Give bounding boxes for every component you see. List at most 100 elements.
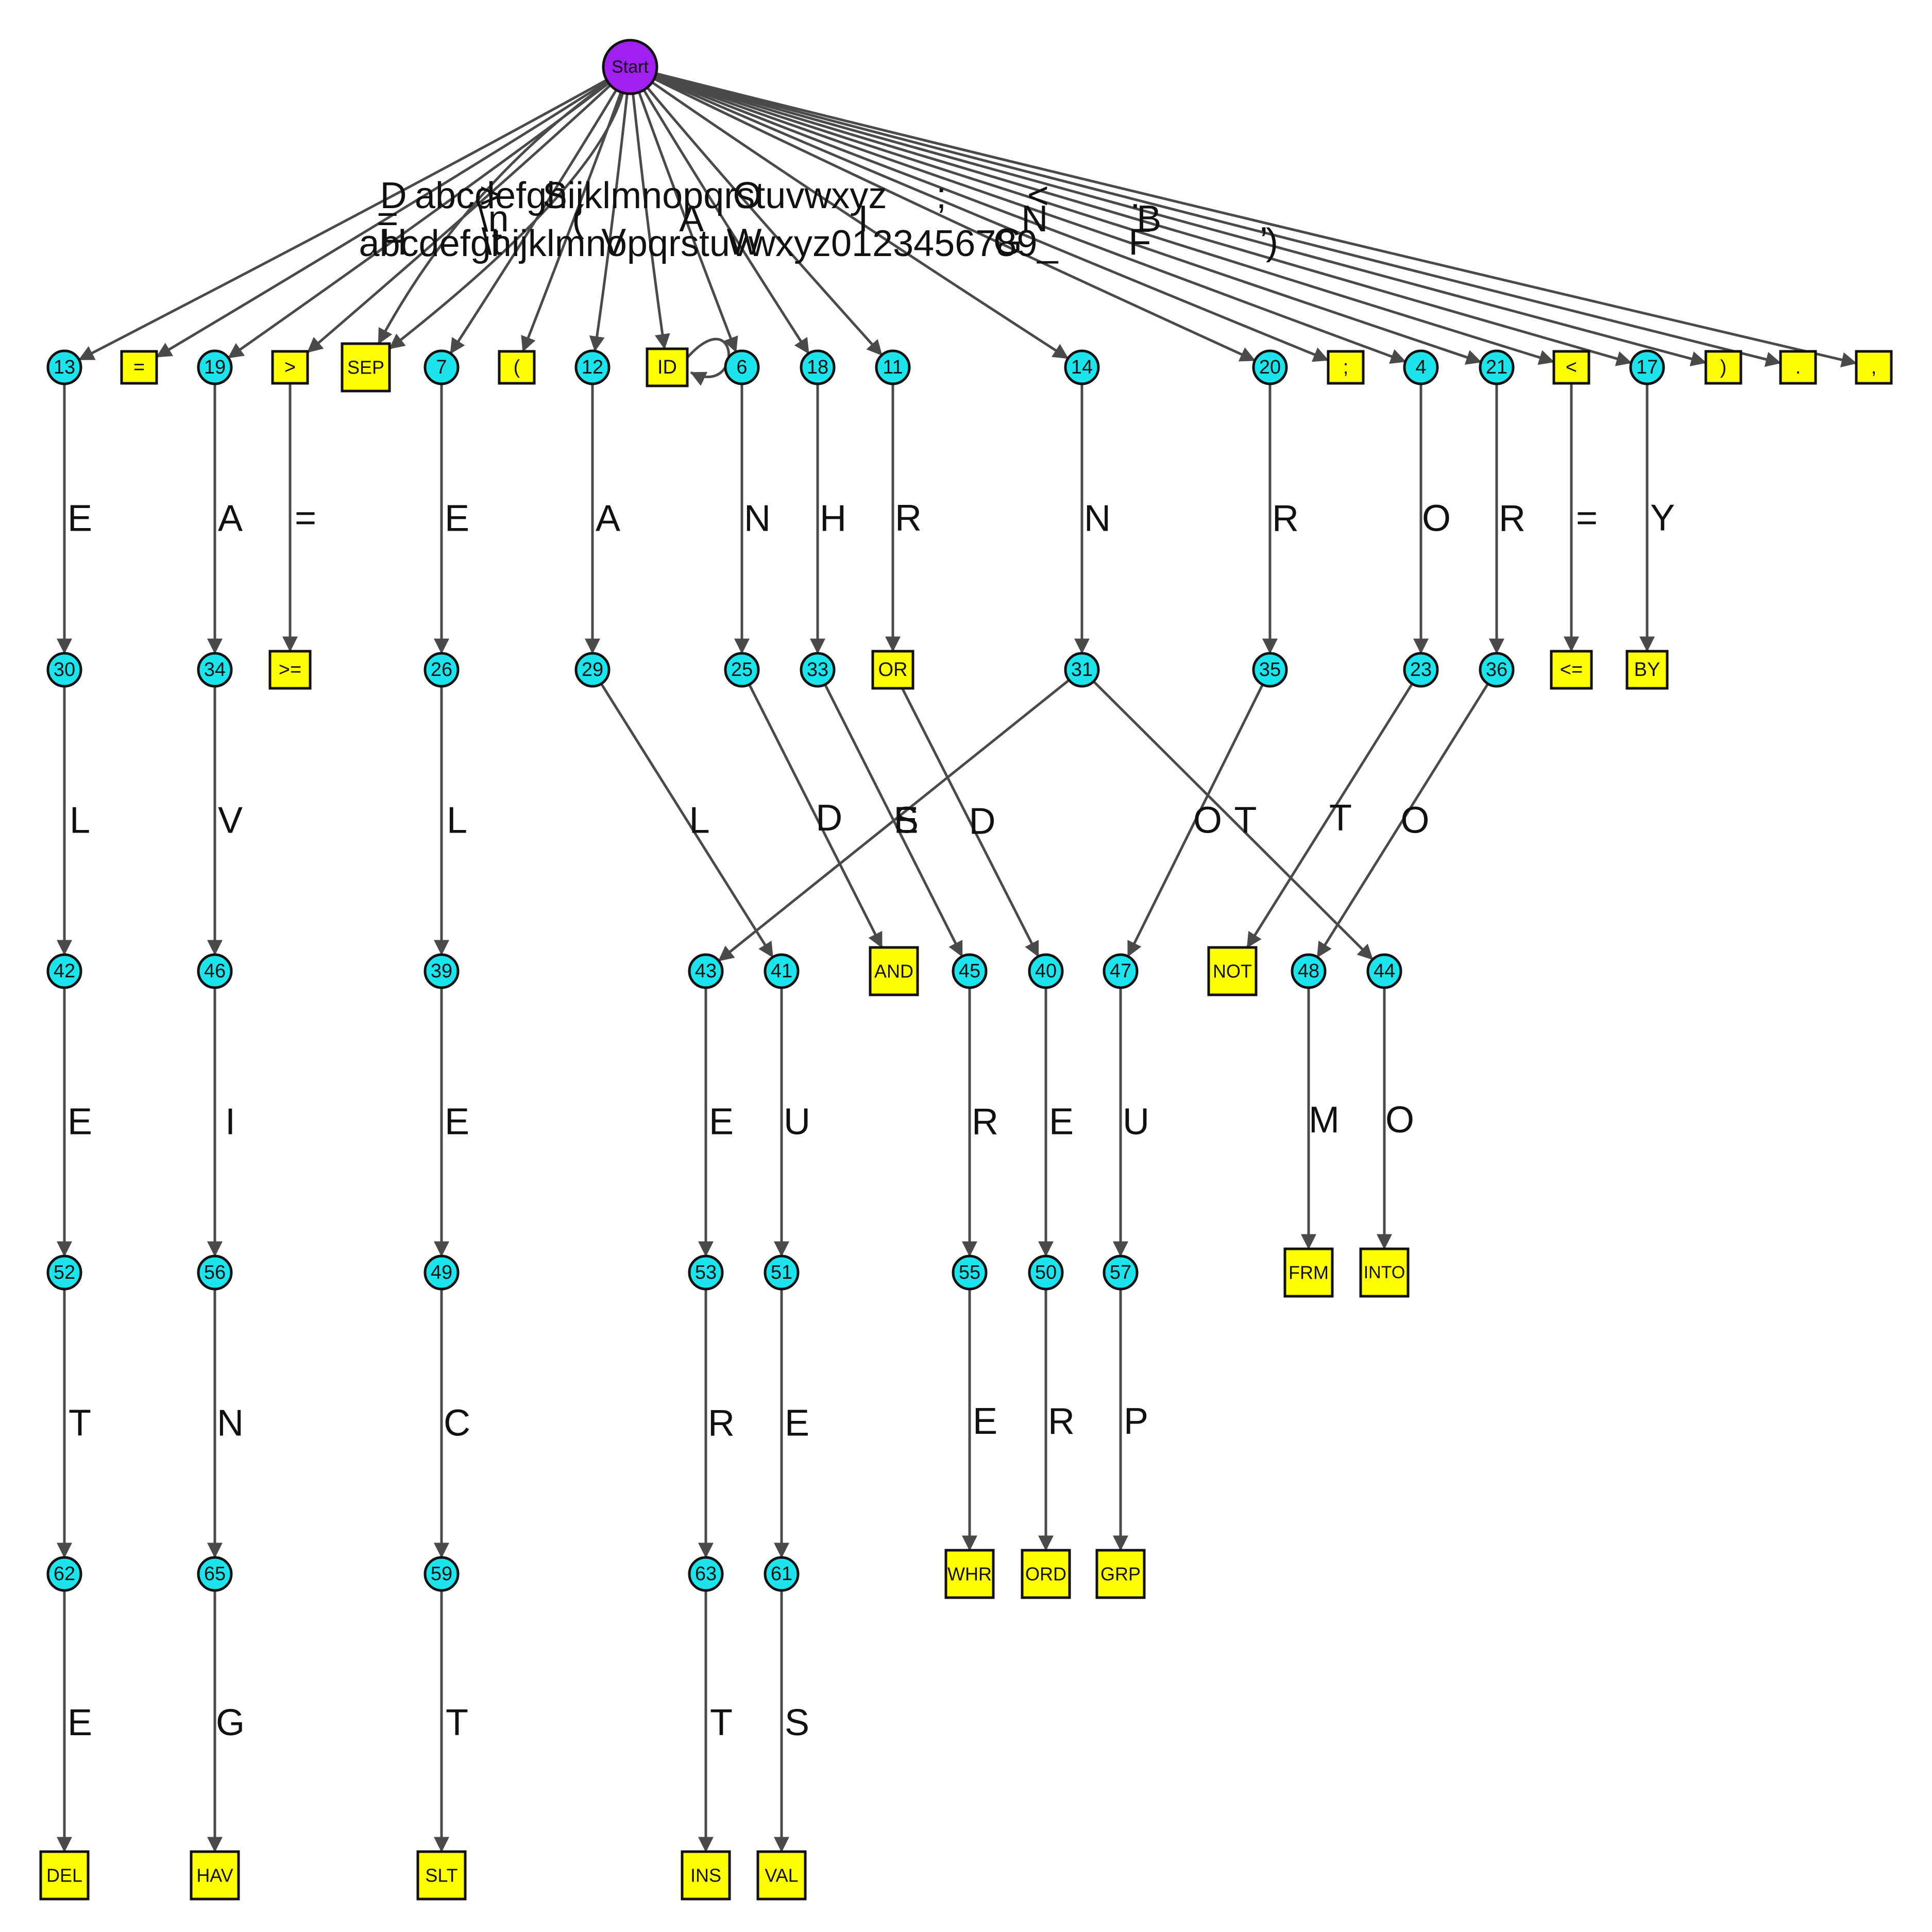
edge-label: abcdefghijklmnopqrstuvwxyz [415,175,887,216]
state-node-31: 31 [1064,652,1100,688]
edge-label: N [744,498,771,539]
edge-label: U [1123,1101,1149,1143]
state-circle [688,1556,724,1592]
node-label: 45 [959,960,980,982]
edge-line [655,73,1707,367]
node-label: > [284,357,296,378]
edge-id-to-id [687,337,730,386]
accept-node-rp: ) [1704,350,1742,385]
accept-box [756,1850,807,1901]
edge-line [655,73,1782,367]
node-label: , [1871,357,1877,378]
edge-label: I [858,198,868,240]
node-label: 17 [1636,357,1658,378]
node-label: 12 [582,357,603,378]
node-label: 57 [1110,1262,1131,1283]
accept-box [1359,1247,1410,1298]
edge-line [651,81,1069,360]
edge-label: N [217,1403,244,1444]
edge-start-to-19 [227,82,610,359]
edge-label: E [1049,1101,1074,1143]
edge-or-to-40 [901,687,1040,957]
state-node-65: 65 [197,1556,233,1592]
edge-label: C [444,1403,470,1444]
node-label: 7 [436,357,447,378]
accept-box [39,1850,90,1901]
state-node-49: 49 [423,1255,460,1291]
accept-box [871,650,914,690]
accept-node-dot: . [1779,350,1817,385]
node-label: . [1795,357,1801,378]
state-circle [1103,1255,1139,1291]
state-circle [1366,953,1402,989]
edge-line [1126,684,1264,957]
edge-label: S [894,800,919,841]
state-circle [46,652,82,688]
node-label: 35 [1259,659,1281,681]
edge-line [600,683,774,958]
edge-label: \t [482,222,502,263]
edge-label: ) [1266,222,1278,263]
accept-box [271,350,309,385]
node-label: ID [657,357,677,378]
state-node-11: 11 [875,349,911,385]
state-circle [423,652,460,688]
state-node-41: 41 [764,953,800,989]
node-label: 25 [731,659,753,681]
accept-node-val: VAL [756,1850,807,1901]
accept-node-gt: > [271,350,309,385]
edge-label: A [596,498,620,539]
state-node-48: 48 [1291,953,1327,989]
edge-label: E [445,1101,469,1143]
state-circle [875,349,911,385]
node-label: 52 [54,1262,75,1283]
edge-label: L [689,800,709,841]
state-circle [1291,953,1327,989]
edge-start-to-dot [655,73,1782,367]
edge-line [1246,683,1414,948]
node-label: 48 [1298,960,1319,982]
node-label: >= [279,659,301,681]
accept-box [1855,350,1893,385]
edge-label: L [447,800,467,841]
state-circle [952,953,988,989]
node-label: 18 [807,357,828,378]
edge-start-to-18 [642,89,810,354]
edge-label: > [479,175,501,216]
node-label: 39 [431,960,452,982]
state-node-19: 19 [197,349,233,385]
edge-label: E [67,1702,92,1743]
edge-line [632,93,670,350]
state-node-18: 18 [800,349,836,385]
edge-line [1092,680,1374,961]
edge-start-to-gt [307,84,612,353]
state-node-33: 33 [800,652,836,688]
accept-node-and: AND [869,946,919,996]
node-label: SLT [425,1865,457,1886]
edge-line [653,77,1256,362]
node-label: 19 [204,357,226,378]
edge-label: B [1137,198,1161,240]
edge-line [654,76,1329,362]
edge-line [227,82,610,359]
node-label: 4 [1415,357,1426,378]
edge-label: T [446,1702,468,1743]
accept-node-id: ID [646,347,689,387]
edge-line [638,92,738,353]
state-circle [1028,1255,1064,1291]
node-label: 49 [431,1262,452,1283]
state-node-50: 50 [1028,1255,1064,1291]
accept-node-comma: , [1855,350,1893,385]
node-label: 13 [54,357,75,378]
edges-layer [57,72,1857,1853]
node-label: OR [878,659,908,681]
edge-label: F [1129,222,1151,263]
state-circle [197,652,233,688]
edge-label: T [1329,798,1352,839]
edge-label: N [1084,498,1111,539]
accept-box [1327,350,1365,385]
state-node-35: 35 [1252,652,1288,688]
edge-line [307,84,612,353]
edge-label: D [380,175,407,216]
